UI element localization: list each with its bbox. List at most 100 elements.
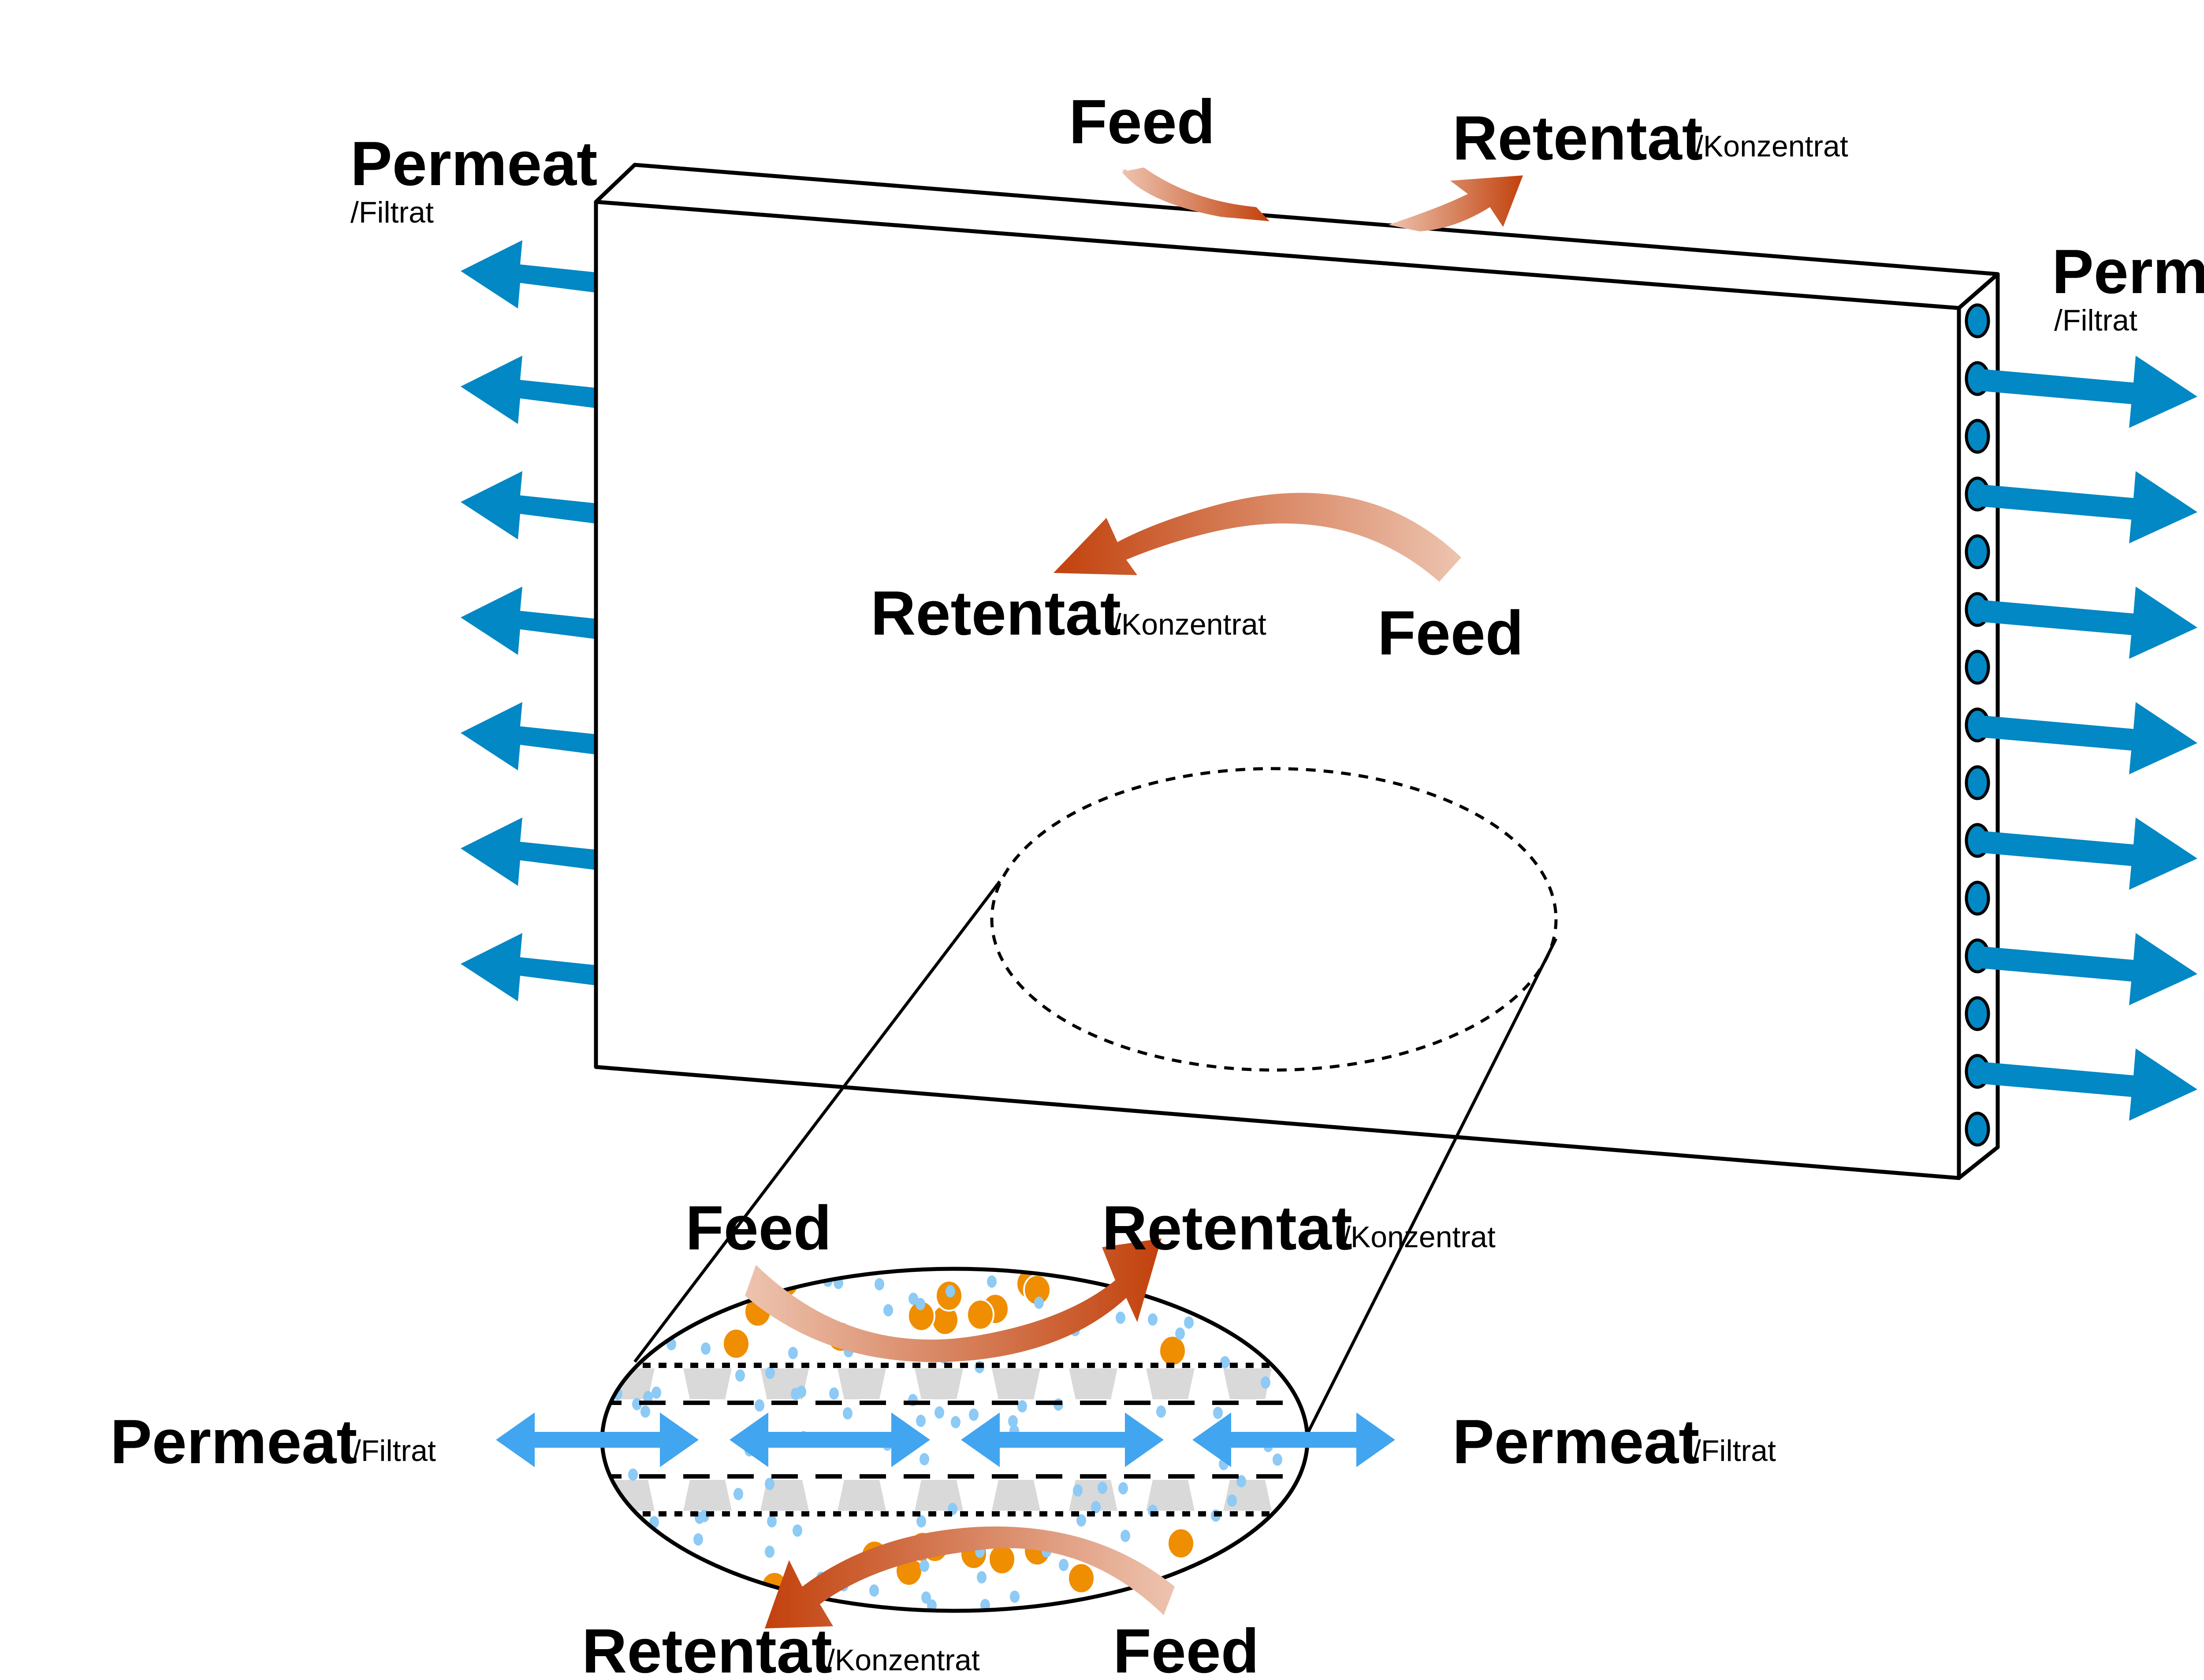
retained-particle [1167, 1528, 1195, 1559]
permeat-arrow-right-icon [1975, 702, 2197, 774]
membrane-pore [838, 1480, 886, 1511]
permeate-particle [1156, 1405, 1166, 1418]
permeate-particle [920, 1560, 929, 1572]
permeate-particle [788, 1347, 798, 1359]
zoom-connector-right [1303, 938, 1558, 1440]
permeate-particle [1008, 1415, 1018, 1427]
permeate-particle [628, 1468, 638, 1481]
top-retentat-label: Retentat [1452, 103, 1703, 173]
zoom-region-ellipse [990, 767, 1558, 1072]
retained-particle [1067, 1562, 1095, 1594]
permeate-particle [797, 1386, 806, 1398]
center-retentat-sub-label: /Konzentrat [1113, 608, 1266, 641]
permeat-arrow-left-icon [461, 240, 596, 308]
detail-top-flow-arrow [745, 1238, 1162, 1362]
port-icon [1965, 881, 1990, 916]
detail-retentat-bottom-sub-label: /Konzentrat [826, 1643, 980, 1677]
permeate-particle [1118, 1482, 1128, 1494]
retained-particle [988, 1543, 1016, 1575]
permeate-particle [921, 1591, 931, 1604]
permeat-arrow-left-icon [461, 702, 596, 770]
retained-particle [1158, 1335, 1187, 1367]
membrane-pore [1146, 1368, 1195, 1399]
permeate-particle [1091, 1501, 1101, 1513]
permeate-particle [875, 1278, 884, 1290]
permeate-particle [640, 1405, 650, 1418]
port-icon [1965, 303, 1990, 338]
permeate-particle [793, 1524, 802, 1537]
permeate-particle [669, 1599, 679, 1611]
permeate-particle [951, 1416, 961, 1428]
detail-permeat-right-label: Permeat [1452, 1407, 1699, 1477]
port-icon [1965, 1111, 1990, 1147]
detail-retentat-bottom-label: Retentat [582, 1616, 832, 1680]
permeate-particle [1098, 1482, 1107, 1494]
permeate-particle [1148, 1313, 1158, 1326]
permeate-particle [1227, 1494, 1237, 1507]
permeate-particle [1261, 1376, 1270, 1389]
port-icon [1965, 765, 1990, 800]
left-permeat-sub-label: /Filtrat [350, 196, 434, 229]
permeate-particle [916, 1298, 925, 1310]
port-icon [1965, 996, 1990, 1031]
permeate-particle [829, 1387, 839, 1400]
permeate-particle [614, 1521, 623, 1533]
permeate-particle [934, 1406, 944, 1419]
permeate-particle [1073, 1484, 1083, 1497]
center-feed-label: Feed [1378, 598, 1523, 668]
zoom-connector-left [633, 880, 1001, 1363]
permeat-double-arrow-icon [961, 1412, 1164, 1467]
top-feed-label: Feed [1069, 87, 1215, 157]
permeate-particle [735, 1369, 745, 1382]
permeate-particle [1236, 1475, 1246, 1487]
permeate-particle [916, 1515, 926, 1528]
permeat-arrow-left-icon [461, 471, 596, 539]
permeate-particle [1194, 1592, 1204, 1604]
permeate-particle [652, 1386, 661, 1399]
detail-retentat-top-label: Retentat [1102, 1193, 1352, 1263]
membrane-pores [606, 1368, 1272, 1511]
retained-particle [723, 1583, 751, 1611]
port-icon [1965, 419, 1990, 454]
permeat-arrow-right-icon [1975, 1048, 2197, 1121]
permeate-particle [843, 1407, 853, 1420]
permeat-arrow-right-icon [1975, 933, 2197, 1005]
permeate-particle [755, 1399, 764, 1412]
permeate-particle [1059, 1559, 1068, 1571]
permeate-particle [920, 1453, 929, 1465]
membrane-pore [838, 1368, 886, 1399]
permeate-particle [661, 1563, 670, 1575]
detail-permeat-left-label: Permeat [110, 1407, 357, 1477]
permeate-particle [987, 1275, 997, 1288]
center-flow-arrow [1054, 493, 1461, 582]
membrane-pore [915, 1368, 963, 1399]
permeate-particle [733, 1488, 743, 1500]
center-retentat-label: Retentat [871, 578, 1121, 648]
membrane-pore [683, 1368, 732, 1399]
permeat-arrow-right-icon [1975, 587, 2197, 659]
right-permeat-sub-label: /Filtrat [2054, 304, 2137, 337]
permeate-particle [946, 1285, 955, 1297]
permeate-particle [765, 1478, 774, 1490]
permeate-particle [690, 1568, 700, 1581]
permeate-particle [1121, 1530, 1130, 1542]
permeate-particle [767, 1515, 777, 1528]
permeate-particle [664, 1275, 674, 1287]
plate-front-face [594, 200, 1961, 1180]
left-permeat-arrows [461, 240, 596, 1001]
permeate-particle [765, 1367, 775, 1379]
retained-particle [722, 1328, 750, 1360]
top-retentat-sub-label: /Konzentrat [1695, 130, 1848, 163]
detail-retentat-top-sub-label: /Konzentrat [1342, 1220, 1496, 1254]
permeat-arrow-left-icon [461, 356, 596, 424]
permeat-double-arrow-icon [730, 1412, 930, 1467]
permeat-arrow-left-icon [461, 933, 596, 1001]
permeate-particle [908, 1293, 918, 1305]
permeate-particle [1076, 1514, 1086, 1527]
permeate-particle [1220, 1356, 1230, 1368]
detail-bottom-flow-arrow [765, 1526, 1175, 1628]
detail-permeat-right-sub-label: /Filtrat [1693, 1434, 1776, 1468]
permeate-particle [1010, 1591, 1020, 1603]
permeate-particle [664, 1290, 674, 1303]
